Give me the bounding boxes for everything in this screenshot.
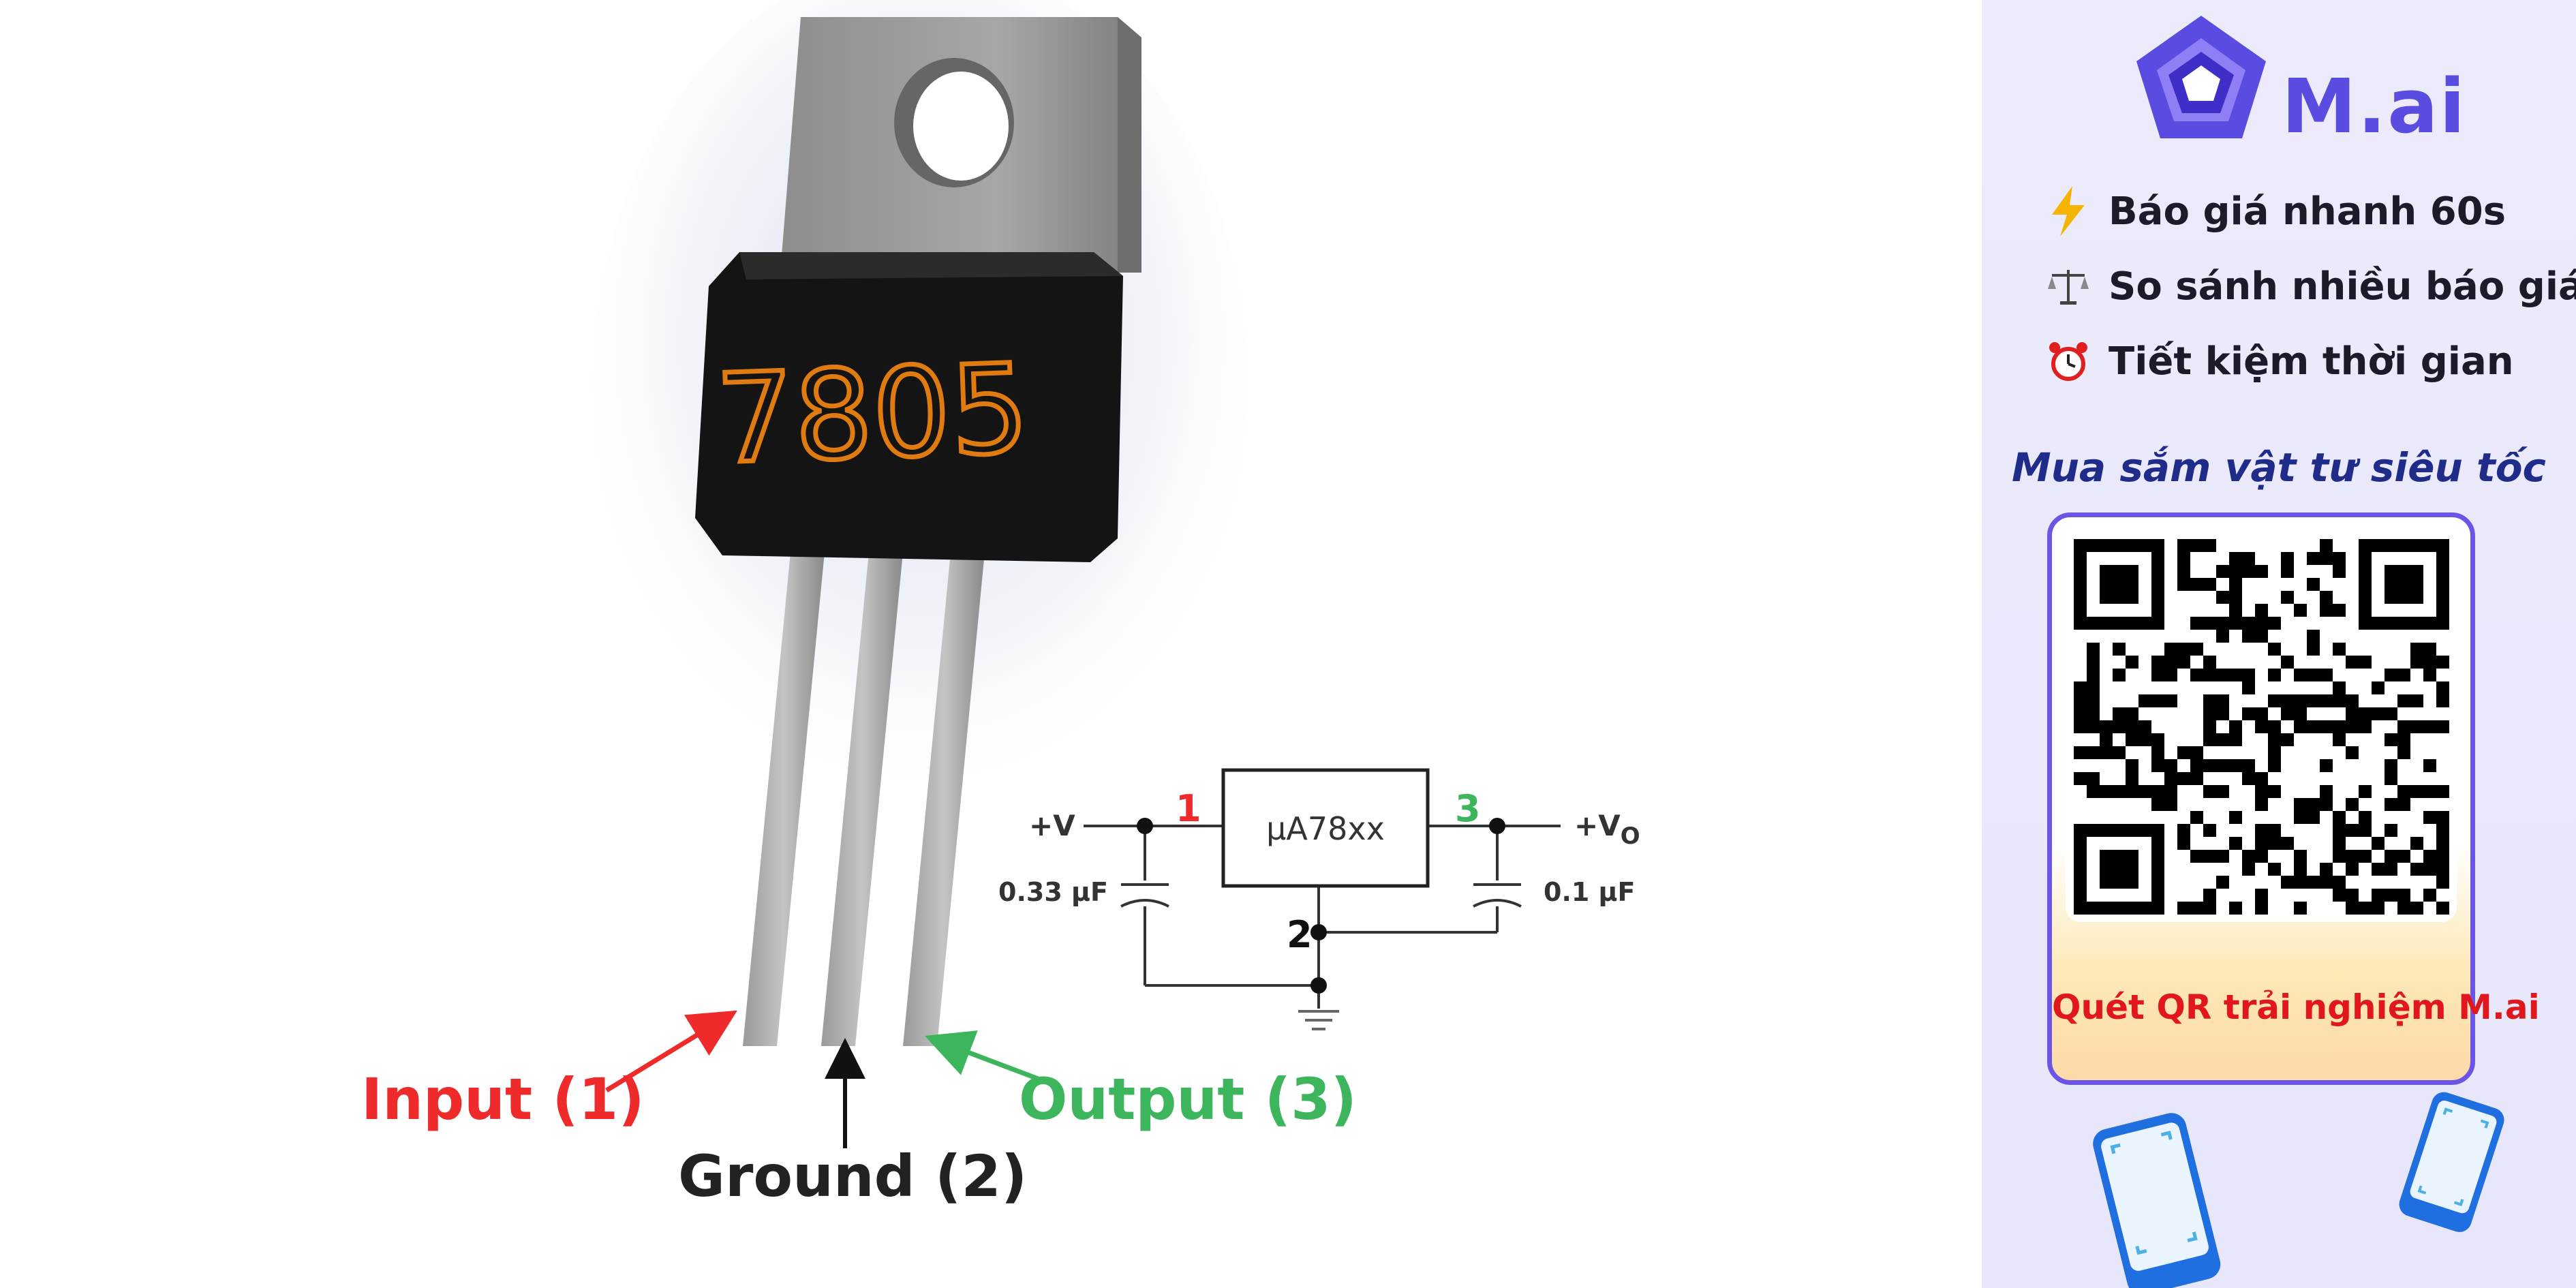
pin2-number: 2 xyxy=(1287,913,1313,956)
cap-out-label: 0.1 μF xyxy=(1544,877,1635,907)
pin-output-leg xyxy=(903,552,985,1046)
vin-label: +V xyxy=(1029,809,1075,842)
input-label: Input (1) xyxy=(361,1066,645,1133)
pin-legs xyxy=(743,552,985,1046)
pin3-number: 3 xyxy=(1455,787,1481,830)
brand-name: M.ai xyxy=(2282,63,2467,150)
svg-text:+VO: +VO xyxy=(1574,809,1640,850)
input-capacitor xyxy=(1120,883,1169,908)
pin-input-leg xyxy=(743,552,825,1046)
ground-label: Ground (2) xyxy=(678,1143,1027,1210)
feature-item: Tiết kiệm thời gian xyxy=(2043,331,2514,392)
ic-box xyxy=(1221,768,1430,888)
vout-label: +V xyxy=(1574,809,1621,842)
cap-in-label: 0.33 μF xyxy=(998,877,1108,907)
qr-code-image xyxy=(2074,539,2449,915)
output-capacitor xyxy=(1473,883,1522,908)
phone-scan-icon xyxy=(2093,1113,2221,1288)
qr-code[interactable] xyxy=(2066,531,2457,922)
qr-caption: Quét QR trải nghiệm M.ai xyxy=(2052,987,2540,1027)
mai-logo xyxy=(2136,16,2266,138)
phone-scan-icon xyxy=(2399,1092,2504,1232)
input-arrow xyxy=(605,1010,737,1092)
regulator-diagram: 7805 Input (1) Ground (2) Output (3) μA7… xyxy=(361,0,1640,1210)
chip-label: 7805 xyxy=(714,338,1031,491)
alarm-clock-icon xyxy=(2043,336,2094,386)
heatsink-tab xyxy=(780,17,1141,273)
output-arrow xyxy=(924,1030,1061,1090)
pin-ground-leg xyxy=(821,552,903,1046)
chip-body: 7805 xyxy=(695,252,1123,562)
tagline: Mua sắm vật tư siêu tốc xyxy=(2012,444,2546,491)
ground-symbol xyxy=(1298,1010,1339,1030)
vout-subscript: O xyxy=(1621,823,1640,850)
qr-card[interactable]: Quét QR trải nghiệm M.ai xyxy=(2047,512,2540,1085)
scales-icon xyxy=(2043,261,2094,311)
pin1-number: 1 xyxy=(1176,787,1201,830)
ic-label: μA78xx xyxy=(1266,810,1385,847)
output-label: Output (3) xyxy=(1019,1066,1357,1133)
feature-item: So sánh nhiều báo giá xyxy=(2043,256,2576,317)
schematic: μA78xx +V 1 xyxy=(998,768,1640,1030)
lightning-icon xyxy=(2043,186,2094,236)
feature-item: Báo giá nhanh 60s xyxy=(2043,181,2506,242)
promo-panel: M.ai Báo giá nhanh 60s So sánh nhiều báo… xyxy=(1982,0,2576,1288)
